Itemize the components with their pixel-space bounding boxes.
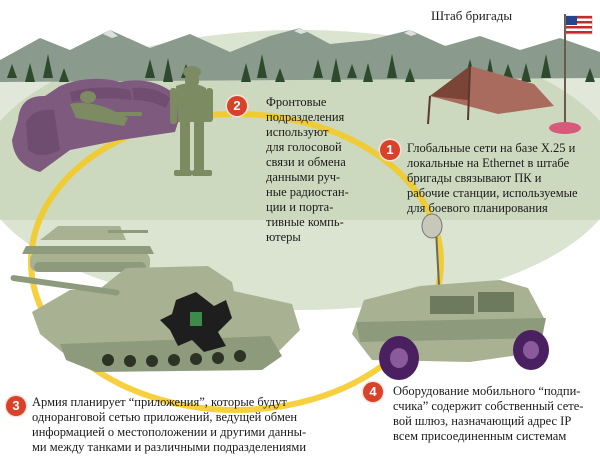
brigade-headquarters-label: Штаб бригады (431, 8, 513, 23)
step-2-line: подразделения (266, 110, 345, 124)
tree-icon (145, 59, 155, 78)
tree-icon (25, 63, 35, 82)
tree-icon (541, 54, 551, 78)
step-3-line: информацией о местоположении и другими д… (32, 425, 307, 439)
tree-line-illustration (7, 54, 595, 82)
tree-icon (43, 54, 53, 78)
bunker-with-soldiers-illustration (12, 66, 213, 176)
step-1-text: Глобальные сети на базе X.25 и локальные… (407, 141, 578, 216)
step-4-badge: 4 (363, 382, 383, 402)
step-3-text: Армия планирует “приложения”, которые бу… (32, 395, 306, 455)
step-4-line: вой шлюз, назначающий адрес IP (393, 414, 572, 428)
step-4-line: всем присоединенным системам (393, 429, 567, 443)
step-2-line: ции и порта- (266, 200, 334, 214)
tree-icon (387, 54, 397, 78)
tree-icon (521, 63, 531, 82)
step-2-line: связи и обмена (266, 155, 346, 169)
step-1-line: для боевого планирования (407, 201, 548, 215)
tree-icon (405, 68, 415, 82)
step-2-badge: 2 (227, 96, 247, 116)
tent-with-flag-illustration (427, 14, 593, 134)
tank-illustration (10, 266, 300, 372)
step-2-line: Фронтовые (266, 95, 327, 109)
small-tank-illustration (22, 226, 154, 272)
tree-icon (313, 59, 323, 78)
step-4-text: Оборудование мобильного “подпи- счика” с… (393, 384, 583, 444)
step-2-line: ные радиостан- (266, 185, 349, 199)
step-2-line: для голосовой (266, 140, 342, 154)
tree-icon (363, 63, 373, 82)
tree-icon (241, 63, 251, 82)
step-2-line: ютеры (266, 230, 301, 244)
tree-icon (331, 58, 341, 82)
tree-icon (585, 68, 595, 82)
step-2-line: используют (266, 125, 329, 139)
step-4-line: Оборудование мобильного “подпи- (393, 384, 581, 398)
tree-icon (347, 64, 357, 78)
step-1-line: бригады связывают ПК и (407, 171, 542, 185)
step-1-line: Глобальные сети на базе X.25 и (407, 141, 576, 155)
step-1-line: локальные на Ethernet в штабе (407, 156, 570, 170)
tree-icon (163, 58, 173, 82)
tree-icon (257, 54, 267, 78)
step-3-line: Армия планирует “приложения”, которые бу… (32, 395, 287, 409)
step-2-line: данными руч- (266, 170, 341, 184)
step-3-line: ми между танками и различными подразделе… (32, 440, 307, 454)
tree-icon (503, 64, 513, 78)
humvee-with-antenna-illustration (352, 213, 549, 380)
step-2-text: Фронтовые подразделения используют для г… (266, 95, 349, 245)
step-1-badge: 1 (380, 140, 400, 160)
step-1-line: рабочие станции, используемые (407, 186, 578, 200)
step-3-badge: 3 (6, 396, 26, 416)
step-3-line: одноранговой сетью приложений, ведущей о… (32, 410, 298, 424)
tree-icon (275, 68, 285, 82)
step-4-line: счика” содержит собственный сете- (393, 399, 584, 413)
tree-icon (7, 64, 17, 78)
step-2-line: тивные компь- (266, 215, 344, 229)
tree-icon (59, 68, 69, 82)
